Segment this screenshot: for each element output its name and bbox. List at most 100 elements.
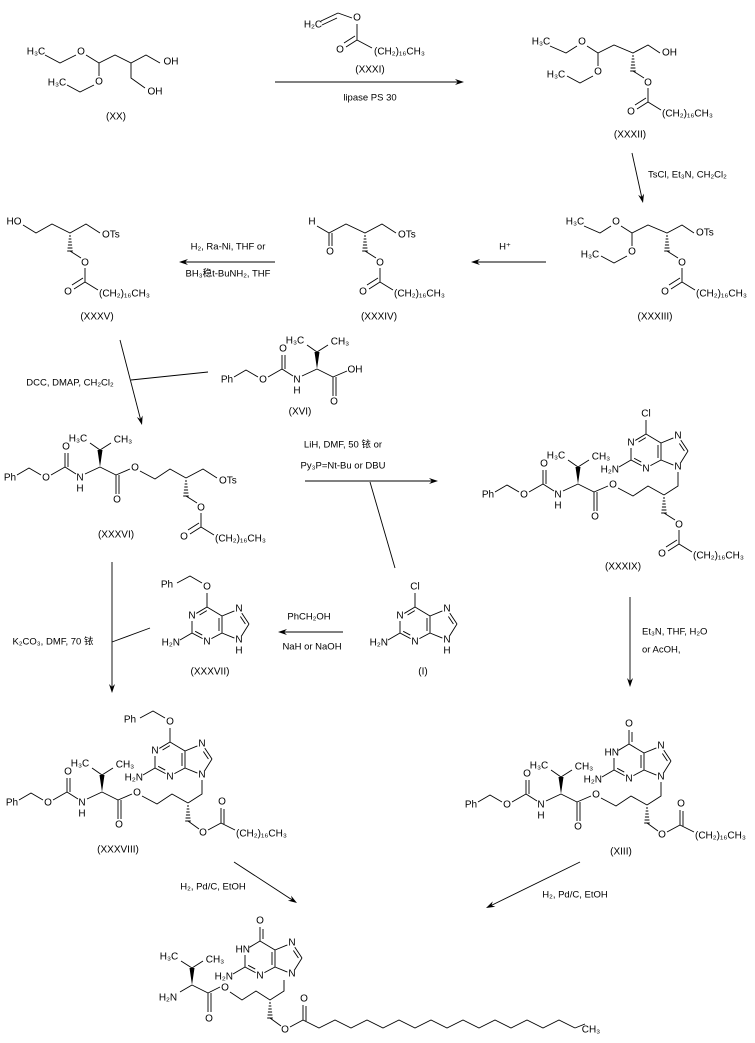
bond — [560, 769, 573, 778]
atom-label: Cl — [410, 582, 419, 593]
bond — [294, 957, 303, 970]
bond — [366, 277, 379, 286]
atom-label: H₂N — [162, 638, 180, 649]
bond — [269, 1017, 282, 1027]
bond — [636, 101, 649, 110]
bond — [184, 767, 198, 774]
bond — [18, 792, 44, 801]
atom-label: O — [661, 287, 669, 298]
atom-label: N — [288, 938, 295, 949]
bond — [221, 610, 235, 617]
bond — [187, 820, 200, 830]
bond — [643, 769, 657, 776]
reaction-arrow-11 — [486, 861, 581, 908]
hashed-bond — [630, 55, 636, 72]
bond — [566, 75, 594, 84]
bond — [379, 281, 394, 291]
bond — [241, 612, 250, 625]
atom-label: OH — [164, 57, 179, 68]
hashed-bond — [185, 805, 191, 822]
atom-label: Ph — [482, 490, 494, 501]
atom-label: H — [554, 501, 561, 512]
bond — [681, 281, 696, 291]
atom-label: H₃C — [48, 78, 67, 89]
atom-label: H₂N — [215, 972, 233, 983]
bond — [259, 940, 276, 951]
atom-label: N — [198, 770, 205, 781]
atom-label: O — [658, 549, 666, 560]
bond — [180, 960, 193, 969]
bond — [240, 616, 246, 625]
bond — [179, 632, 193, 641]
bond — [141, 793, 189, 805]
bond — [414, 606, 431, 617]
bond — [85, 54, 161, 64]
arrow-head — [627, 678, 633, 687]
bond — [207, 986, 221, 994]
bond — [211, 632, 223, 640]
condition-text: LiH, DMF, 50 铱 or — [304, 439, 382, 451]
atom-label: OTs — [219, 476, 237, 487]
atom-label: HN — [605, 748, 619, 759]
wedge-bond — [189, 968, 195, 985]
bond — [638, 437, 647, 443]
condition-text: H₂, Ra-Ni, THF or — [191, 242, 266, 253]
bond — [99, 442, 112, 451]
arrow-head — [179, 259, 188, 265]
bond — [545, 793, 562, 802]
atom-label: N — [235, 635, 242, 646]
compound-label: (XX) — [106, 112, 126, 123]
condition-text: H₂, Pd/C, EtOH — [542, 890, 608, 901]
atom-label: O — [95, 77, 103, 88]
arrow-head — [109, 684, 115, 693]
bond — [189, 526, 202, 535]
atom-label: O — [62, 442, 70, 453]
bond — [91, 767, 103, 776]
atom-label: O — [625, 719, 633, 730]
atom-label: N — [657, 741, 664, 752]
compound-label: (XXXIII) — [637, 312, 672, 323]
bond — [670, 281, 683, 290]
bond — [64, 466, 77, 475]
atom-label: H₃C — [71, 759, 90, 770]
atom-label: O — [197, 503, 205, 514]
bond — [73, 281, 86, 290]
bond — [647, 101, 662, 111]
reaction-arrow-3 — [471, 259, 546, 265]
hashed-bond — [362, 235, 368, 252]
bond — [320, 12, 339, 22]
bond — [511, 793, 527, 803]
bond — [643, 747, 657, 754]
bond — [52, 791, 68, 801]
bond — [646, 782, 662, 806]
atom-label: O — [115, 820, 123, 831]
atom-label: CH₃ — [331, 337, 350, 348]
bond — [630, 459, 642, 467]
atom-label: N — [188, 611, 195, 622]
bond — [618, 459, 632, 468]
bond — [633, 769, 645, 777]
tail-chain-label: (CH₂)₁₆CH₃ — [696, 289, 747, 300]
atom-label: N — [642, 464, 649, 475]
atom-label: O — [336, 45, 344, 56]
bond — [130, 371, 209, 381]
atom-label: O — [42, 473, 50, 484]
atom-label: H₃C — [530, 761, 549, 772]
atom-label: OH — [662, 48, 677, 59]
bond — [343, 35, 356, 44]
bond — [407, 610, 416, 616]
bond — [678, 543, 693, 553]
atom-label: O — [279, 344, 287, 355]
condition-text: H⁺ — [499, 242, 511, 253]
atom-label: O — [218, 797, 226, 808]
atom-label: H₃C — [27, 47, 46, 58]
bond — [583, 225, 612, 234]
atom-label: O — [644, 78, 652, 89]
reaction-arrow-5 — [119, 339, 143, 425]
atom-label: H₃C — [566, 217, 585, 228]
wedge-bond — [558, 777, 564, 794]
atom-label: O — [627, 107, 635, 118]
atom-label: N — [288, 969, 295, 980]
reaction-arrow-10 — [233, 861, 297, 903]
